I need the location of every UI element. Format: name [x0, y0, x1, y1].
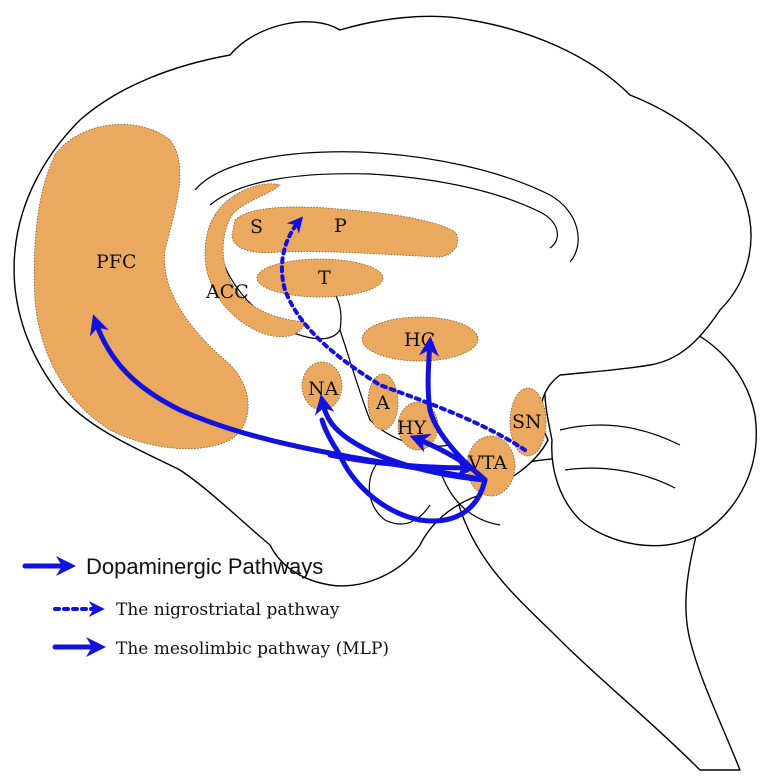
- label-hy: HY: [397, 417, 427, 439]
- label-p: P: [334, 215, 347, 237]
- label-t: T: [318, 267, 331, 289]
- label-na: NA: [308, 378, 339, 400]
- label-a: A: [375, 392, 390, 414]
- legend-mesolimbic-text: The mesolimbic pathway (MLP): [116, 639, 389, 659]
- label-acc: ACC: [205, 281, 249, 303]
- legend-nigrostriatal-text: The nigrostriatal pathway: [116, 600, 340, 620]
- label-pfc: PFC: [96, 251, 137, 273]
- label-sn: SN: [512, 411, 542, 433]
- legend-title: Dopaminergic Pathways: [86, 554, 323, 579]
- label-s: S: [250, 216, 263, 238]
